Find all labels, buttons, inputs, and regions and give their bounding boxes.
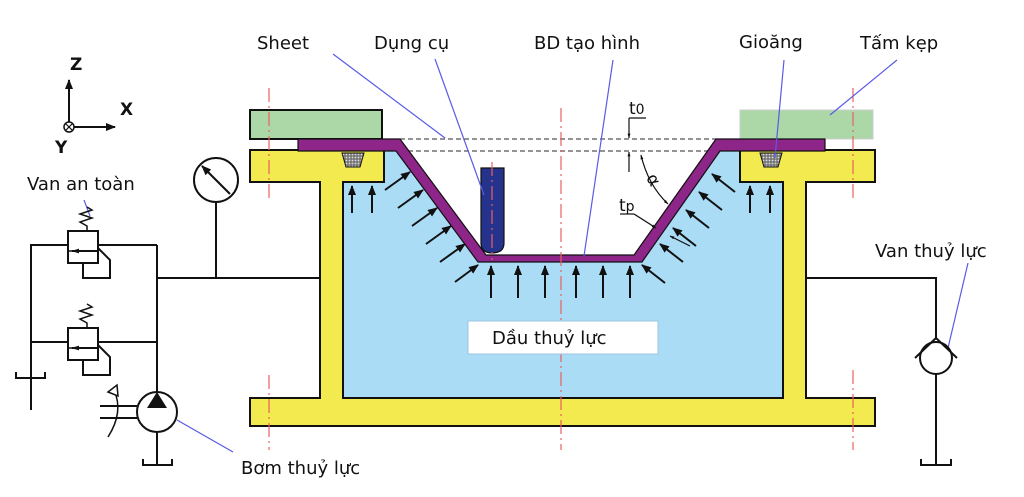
oil-label-box (467, 320, 659, 355)
check-valve-icon (919, 341, 953, 375)
sheet-label: Sheet (257, 33, 309, 54)
gasket-label: Gioăng (739, 32, 803, 53)
svg-text:tp: tp (619, 196, 635, 216)
svg-text:t0: t0 (629, 99, 645, 119)
forming-chamber-leader (583, 59, 614, 257)
safety-valve-leader (83, 199, 91, 217)
sheet-leader (332, 53, 446, 139)
hydraulic-oil-label: Dầu thuỷ lực (492, 328, 607, 349)
tp-dimension: tp (619, 196, 691, 247)
pressure-gauge-icon (193, 157, 239, 278)
clamp-plate-right (739, 109, 874, 140)
safety-valve-2-icon (67, 327, 99, 361)
pressure-arrows (348, 171, 774, 298)
tool-leader (434, 58, 485, 196)
hydraulic-circuit-right (806, 277, 958, 466)
hydraulic-valve-leader (947, 262, 969, 349)
sheet (297, 138, 826, 263)
clamp-plate-leader (829, 59, 898, 116)
hydraulic-circuit-left (15, 206, 320, 466)
safety-valve-label: Van an toàn (27, 174, 135, 195)
gasket-leader (774, 59, 785, 159)
axis-z-label: Z (70, 55, 82, 75)
alpha-angle: α (640, 154, 669, 205)
axis-x-label: X (120, 100, 133, 120)
tp-symbol: t (619, 196, 626, 216)
oil-chamber (342, 149, 784, 399)
safety-valve-1-icon (67, 230, 99, 264)
gasket-right (759, 152, 783, 168)
die-frame (249, 149, 876, 427)
tp-subscript: p (626, 199, 635, 215)
tool-label: Dụng cụ (374, 33, 449, 54)
hydraulic-pump-label: Bơm thuỷ lực (241, 458, 360, 479)
forming-chamber-label: BD tạo hình (534, 33, 640, 54)
t0-subscript: 0 (636, 102, 645, 118)
axes-triad: Z X Y (54, 55, 133, 158)
pump-leader (176, 419, 234, 453)
clamp-plate-left (249, 109, 383, 140)
hydraulic-valve-label: Van thuỷ lực (875, 241, 987, 262)
t0-dimension: t0 (627, 99, 646, 172)
t0-symbol: t (629, 99, 636, 119)
gasket-left (341, 152, 365, 168)
clamp-plate-label: Tấm kẹp (859, 33, 938, 54)
axis-y-label: Y (54, 138, 68, 158)
alpha-symbol: α (641, 170, 664, 190)
